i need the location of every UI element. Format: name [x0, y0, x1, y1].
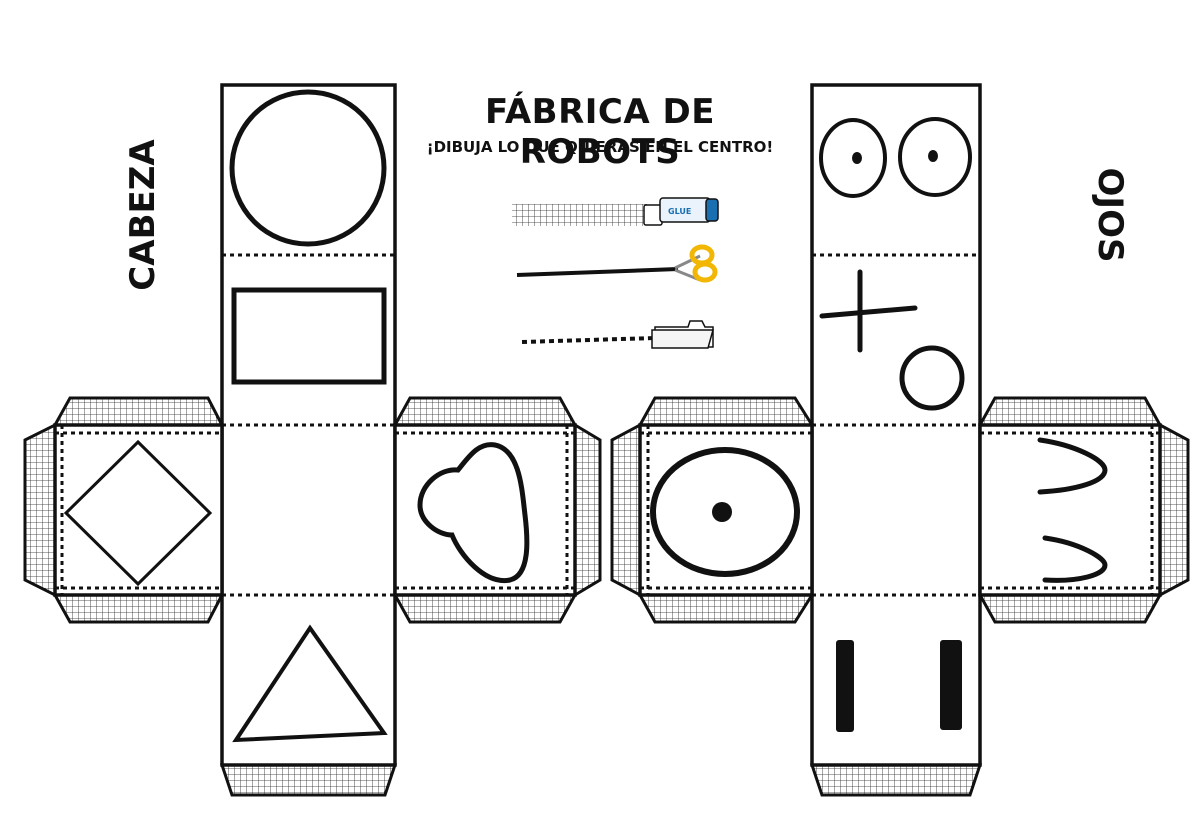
- folder-icon: [651, 320, 714, 349]
- page-title: FÁBRICA DE ROBOTS: [485, 92, 715, 172]
- triangle-shape: [232, 624, 388, 743]
- glue-label: GLUE: [668, 207, 691, 216]
- blob-shape: [417, 442, 530, 583]
- glue-flap: [23, 396, 602, 797]
- cut-line: [516, 267, 679, 277]
- cross-and-circle-eyes: [819, 269, 965, 411]
- page-subtitle: ¡DIBUJA LO QUE QUIERAS EN EL CENTRO!: [426, 138, 774, 156]
- circle-shape: [229, 89, 387, 247]
- cabeza-cube-net: [23, 83, 602, 797]
- rectangle-shape: [231, 287, 387, 385]
- u-shape-eyes: [1037, 437, 1108, 583]
- round-eyes: [819, 117, 972, 198]
- legend: GLUE: [512, 197, 719, 349]
- bar-eyes: [836, 640, 962, 732]
- glue-line: [512, 204, 647, 226]
- fold-line: [521, 336, 656, 344]
- single-big-eye: [650, 447, 800, 577]
- ojos-cube-net: [610, 83, 1190, 797]
- diamond-shape: [63, 439, 213, 587]
- glue-stick-icon: GLUE: [643, 197, 719, 226]
- scissors-icon: [674, 244, 718, 283]
